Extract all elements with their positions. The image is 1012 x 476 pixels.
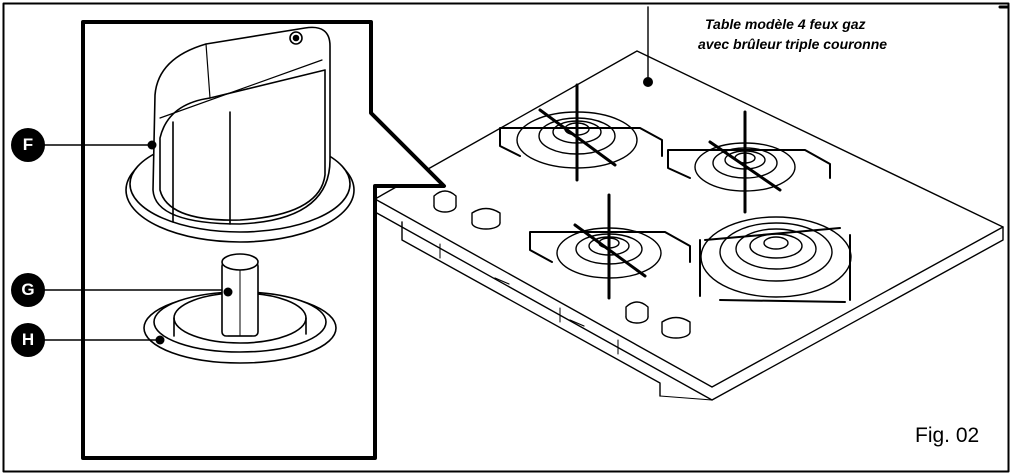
- hob-glass-top: [374, 50, 1004, 388]
- callout-leaders: [43, 144, 223, 341]
- leader-dot-g: [223, 287, 233, 297]
- knob-2: [471, 207, 501, 230]
- burner-back-left: [499, 83, 663, 182]
- callout-badge-h: H: [11, 323, 45, 357]
- callout-badge-f: F: [11, 128, 45, 162]
- caption-line-1: Table modèle 4 feux gaz: [705, 16, 866, 32]
- caption-line-2: avec brûleur triple couronne: [698, 36, 888, 52]
- leader-dot-f: [147, 140, 157, 150]
- spindle-and-base-detail: [143, 253, 337, 364]
- burner-back-right: [667, 110, 831, 214]
- burner-front-right-triple-crown: [699, 216, 852, 303]
- burner-front-left: [529, 193, 691, 300]
- knob-3: [625, 301, 649, 324]
- knob-4: [661, 316, 691, 339]
- hob-knobs: [433, 190, 691, 339]
- gas-hob-illustration: [374, 50, 1004, 401]
- figure-number: Fig. 02: [915, 424, 980, 447]
- caption-leader-dot: [643, 77, 653, 87]
- callout-badge-g: G: [11, 273, 45, 307]
- leader-dot-h: [155, 335, 165, 345]
- knob-detail-f: [125, 26, 355, 243]
- knob-1: [433, 190, 457, 213]
- hob-chassis: [401, 221, 661, 397]
